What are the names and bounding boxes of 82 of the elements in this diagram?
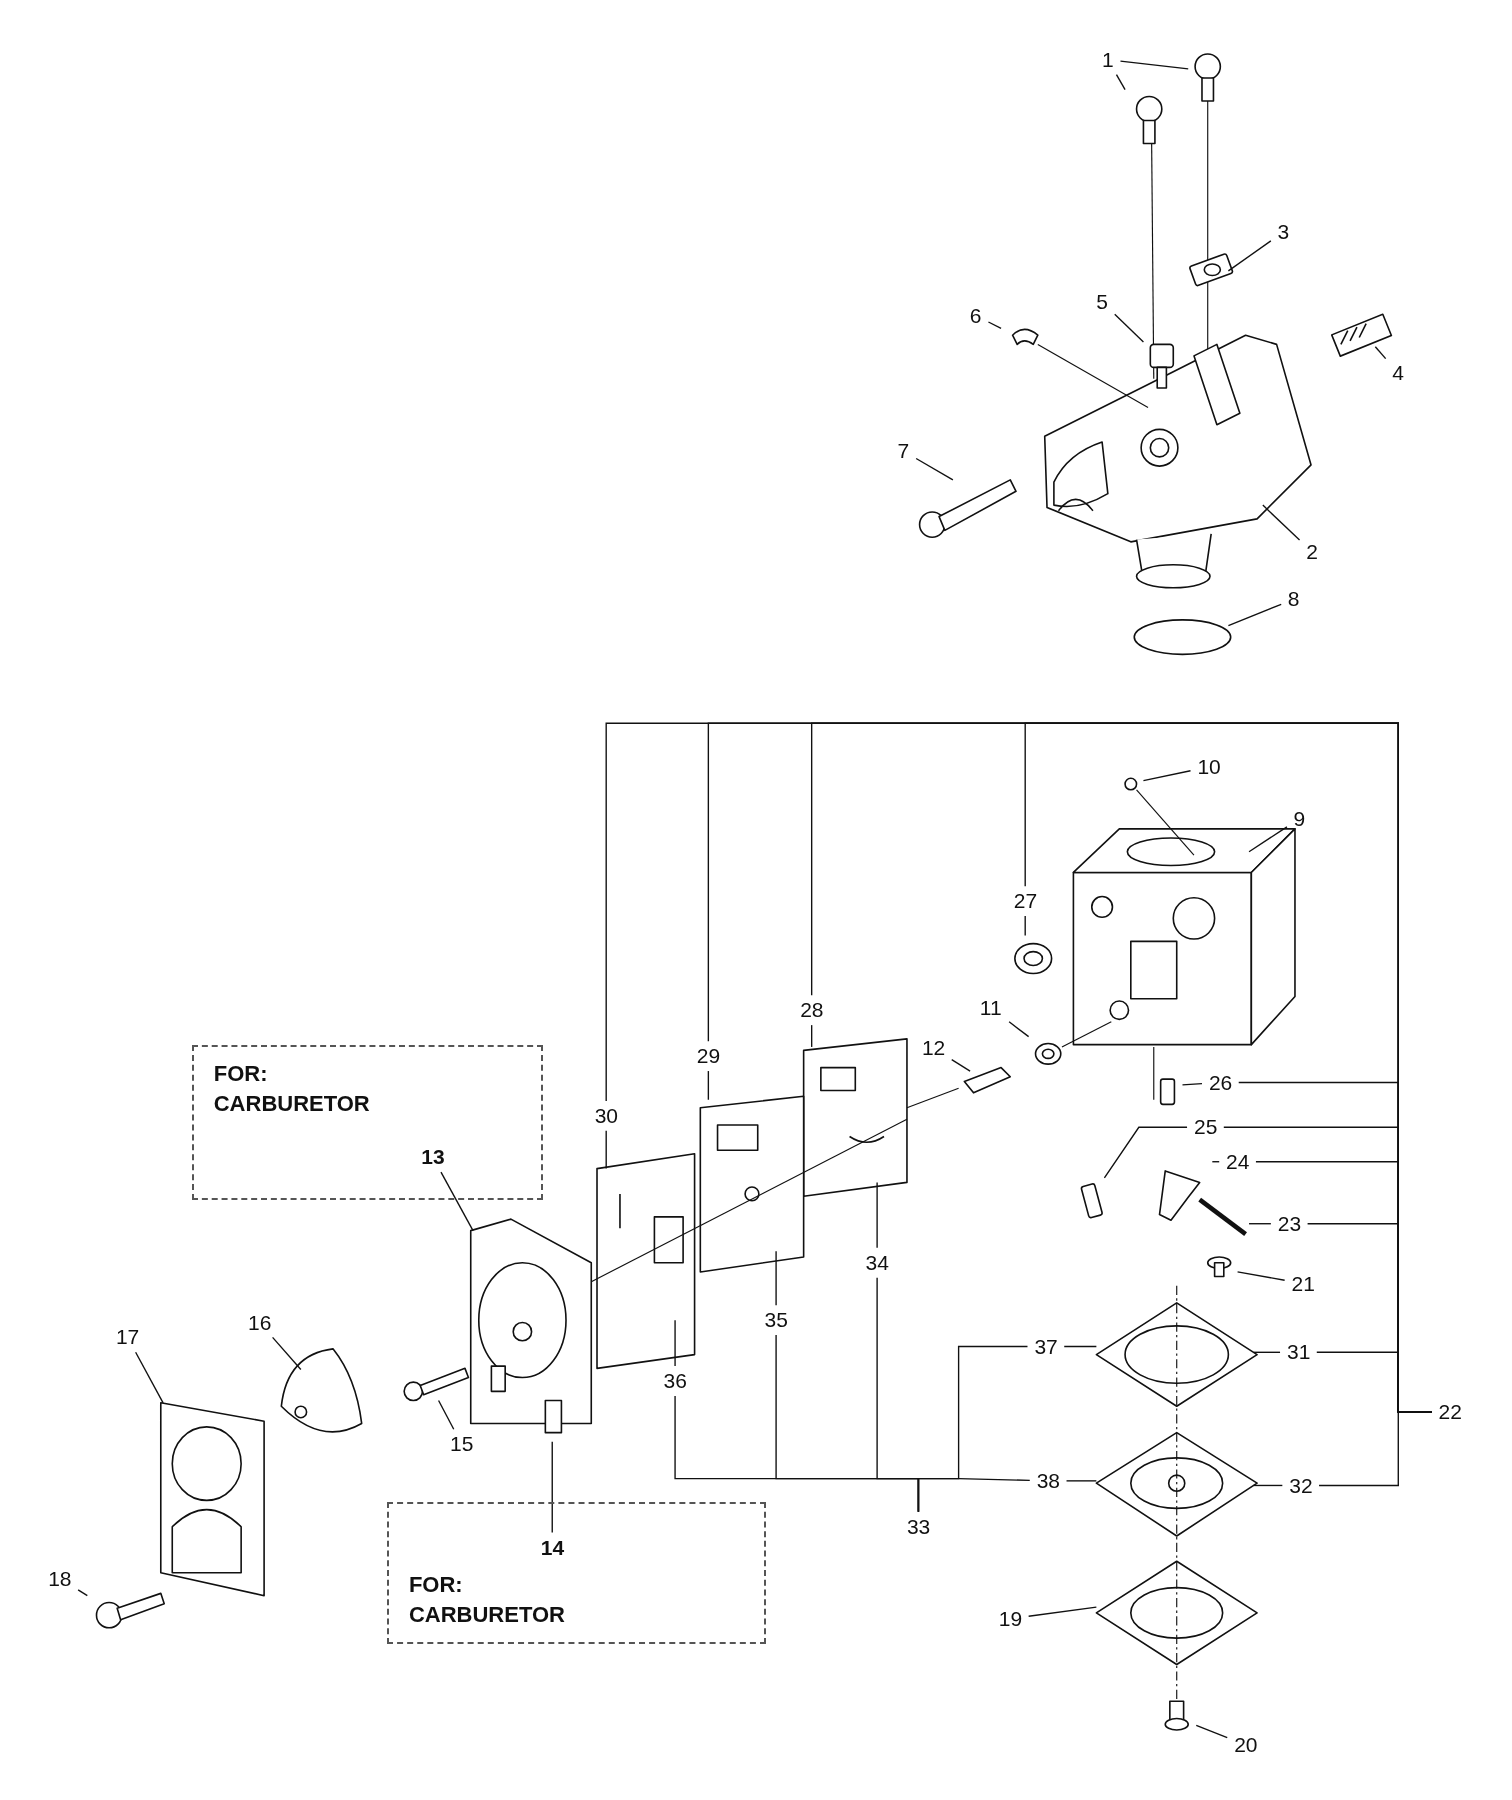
leader-line: [1374, 346, 1387, 360]
leader-line: [551, 1441, 553, 1534]
leader-line: [1211, 1161, 1220, 1163]
callout-number: 38: [1033, 1468, 1064, 1494]
note-text: FOR:: [213, 1059, 269, 1088]
leader-line: [987, 321, 1002, 329]
leader-line: [1115, 73, 1126, 91]
leader-line: [811, 1024, 813, 1048]
leader-line: [775, 1250, 777, 1306]
leader-line: [1027, 1606, 1098, 1617]
callout-number: 21: [1288, 1270, 1318, 1297]
leader-line: [1262, 504, 1301, 541]
leader-line: [1063, 1345, 1098, 1348]
leader-line: [1252, 1351, 1281, 1353]
leader-line: [1248, 1223, 1272, 1225]
callout-number: 5: [1093, 288, 1111, 315]
leader-line: [77, 1589, 88, 1597]
callout-number: 15: [447, 1431, 477, 1458]
note-text: FOR:: [408, 1571, 464, 1599]
leader-line: [707, 1070, 710, 1101]
callout-number: 23: [1274, 1210, 1305, 1237]
callout-number: 35: [761, 1307, 791, 1334]
callout-number: 33: [903, 1513, 934, 1540]
callout-number: 4: [1389, 360, 1407, 387]
callout-number: 31: [1283, 1339, 1314, 1366]
callout-number: 16: [244, 1309, 275, 1336]
leader-line: [1065, 1480, 1098, 1482]
callout-number: 25: [1190, 1114, 1221, 1141]
leader-line: [1119, 60, 1189, 70]
leader-line: [1114, 313, 1145, 343]
callout-number: 17: [112, 1324, 143, 1351]
leader-line: [674, 1319, 676, 1367]
callout-number: 6: [966, 302, 985, 329]
leader-line: [437, 1399, 455, 1430]
callout-number: 14: [537, 1534, 568, 1561]
callout-number: 10: [1194, 753, 1224, 780]
callout-number: 2: [1303, 539, 1321, 566]
callout-number: 9: [1290, 805, 1309, 832]
callout-number: 37: [1031, 1333, 1061, 1360]
leader-line: [915, 457, 954, 481]
leader-line: [134, 1351, 164, 1404]
callout-number: 27: [1010, 888, 1041, 915]
leader-line: [1252, 1484, 1284, 1487]
leader-line: [1142, 770, 1192, 782]
callout-number: 30: [591, 1102, 622, 1129]
callout-number: 28: [797, 997, 827, 1024]
callout-number: 11: [976, 995, 1005, 1021]
leader-line: [1195, 1724, 1228, 1739]
callout-number: 8: [1284, 586, 1303, 613]
leader-line: [876, 1181, 878, 1249]
leader-line: [1227, 240, 1272, 272]
leader-line: [1024, 915, 1026, 937]
callout-number: 26: [1205, 1069, 1236, 1096]
callout-number: 20: [1231, 1732, 1261, 1759]
leader-line: [951, 1058, 971, 1072]
callout-number: 36: [660, 1368, 690, 1395]
leader-line: [1227, 603, 1282, 627]
leader-line: [1008, 1021, 1030, 1038]
leader-line: [271, 1336, 302, 1371]
callout-number: 18: [45, 1565, 75, 1592]
callout-number: 12: [918, 1035, 949, 1062]
note-text: CARBURETOR: [213, 1089, 371, 1118]
leader-line: [440, 1171, 474, 1232]
note-box: [191, 1044, 543, 1200]
leader-line: [1248, 826, 1288, 853]
note-box: [386, 1501, 766, 1644]
callout-number: 29: [693, 1043, 724, 1070]
callout-number: 1: [1098, 46, 1117, 73]
leader-line: [917, 1477, 1031, 1513]
callout-number: 24: [1223, 1148, 1253, 1175]
leader-line: [1181, 1083, 1203, 1086]
callout-number: 3: [1274, 218, 1293, 245]
leader-line: [1103, 1126, 1188, 1179]
callout-number: 32: [1286, 1472, 1316, 1499]
leader-line: [1236, 1271, 1286, 1281]
callout-number: 19: [995, 1605, 1026, 1632]
leader-line: [605, 1130, 607, 1170]
callout-number: 34: [862, 1249, 892, 1276]
callout-number: 13: [418, 1144, 448, 1171]
note-text: CARBURETOR: [408, 1601, 566, 1629]
callout-number: 22: [1435, 1399, 1465, 1426]
callout-number: 7: [894, 438, 913, 465]
